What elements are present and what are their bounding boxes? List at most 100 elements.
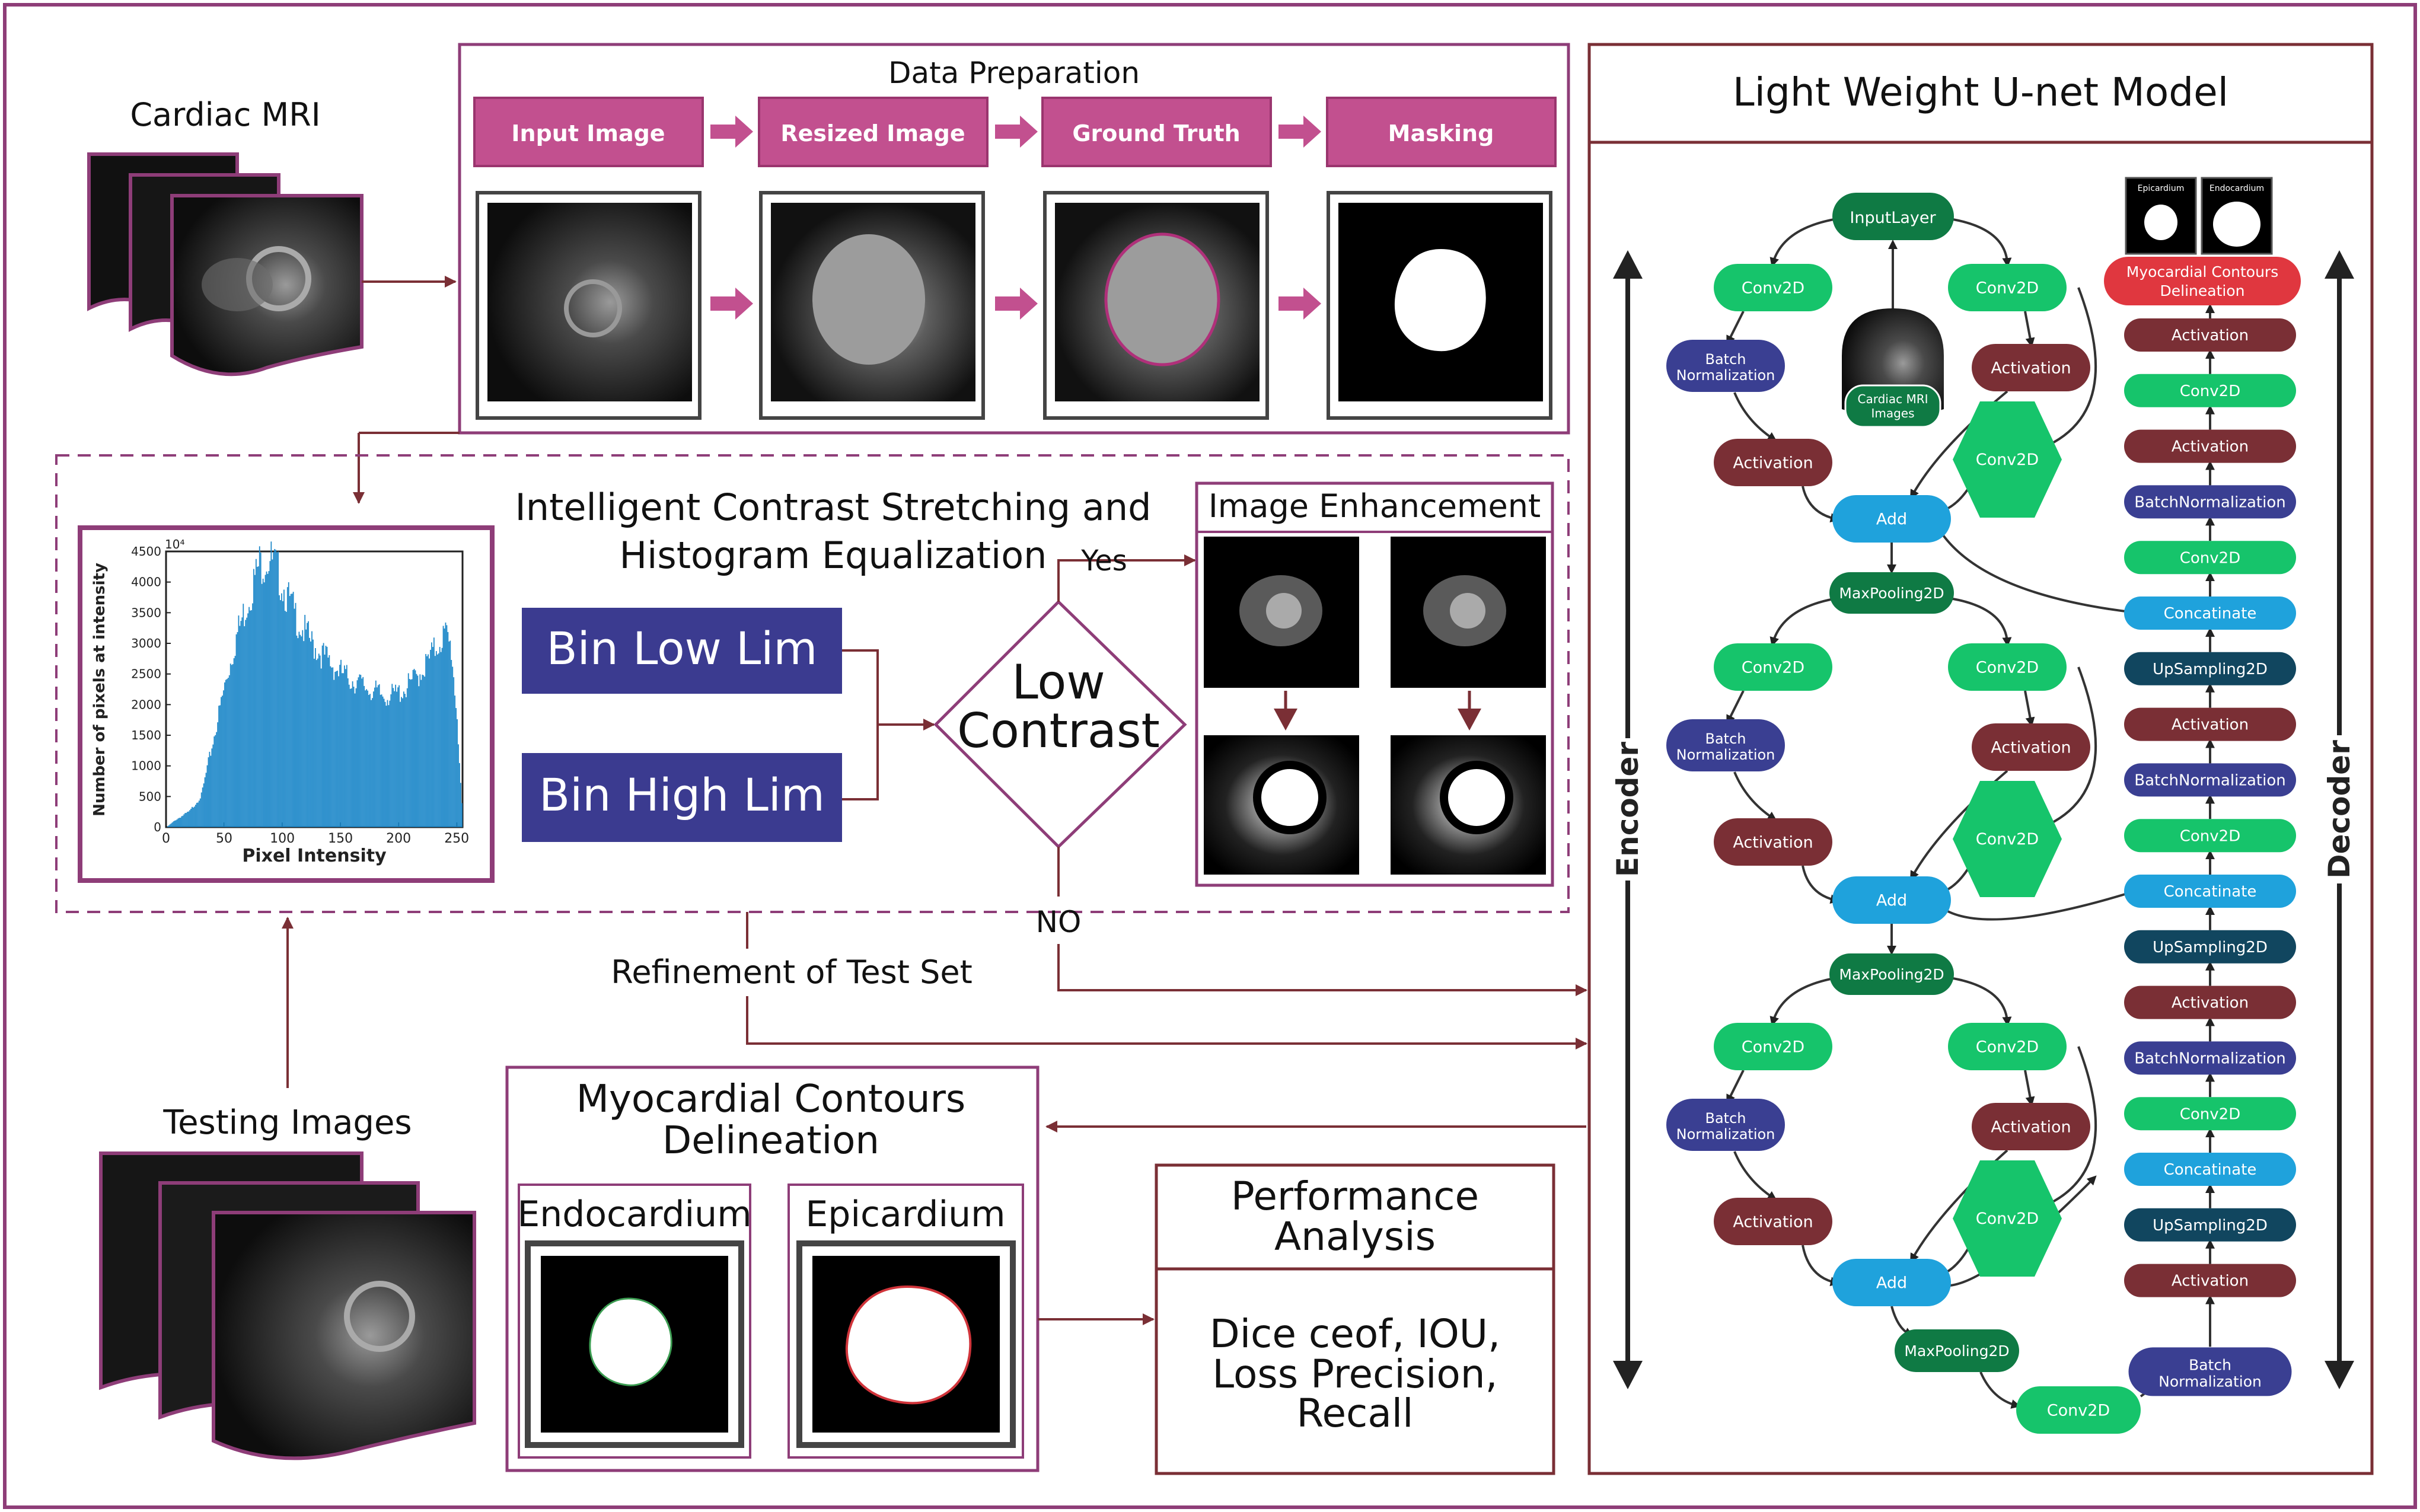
histogram-bar <box>413 669 415 827</box>
prep-image-input <box>476 191 702 420</box>
data-preparation-title: Data Preparation <box>888 56 1140 90</box>
histogram-bar <box>285 611 286 827</box>
histogram-bar <box>253 569 254 827</box>
histogram-bar <box>442 626 444 827</box>
node-label: BatchNormalization <box>2134 494 2285 512</box>
histogram-bar <box>367 690 368 827</box>
node-label: Activation <box>1733 454 1813 472</box>
node-label: Conv2D <box>2180 1105 2241 1123</box>
histogram-bar <box>362 677 364 827</box>
histogram-bar <box>294 608 295 827</box>
activation-node: Activation <box>1972 344 2090 391</box>
cardiac-mri-label: Cardiac MRI <box>130 96 320 133</box>
histogram-bar <box>435 651 437 827</box>
node-label: Conv2D <box>1976 279 2039 297</box>
histogram-bar <box>460 783 461 827</box>
histogram-bar <box>197 802 199 827</box>
performance-metric: Loss Precision, <box>1212 1351 1497 1397</box>
histogram-bar <box>268 571 270 827</box>
histogram-bar <box>412 669 414 827</box>
connector <box>1726 690 1745 725</box>
histogram-y-label: Number of pixels at intensity <box>91 563 109 816</box>
histogram-bar <box>262 578 264 827</box>
histogram-bar <box>272 559 273 827</box>
histogram-bar <box>245 620 247 827</box>
histogram-panel: 10⁴ 050010001500200025003000350040004500… <box>78 525 495 883</box>
histogram-bar <box>345 669 346 827</box>
node-label: Activation <box>1733 833 1813 851</box>
histogram-bar <box>454 696 456 827</box>
conv2d-node: Conv2D <box>1714 643 1832 691</box>
batch-normalization-node: BatchNormalization <box>1666 719 1785 771</box>
histogram-bar <box>180 818 181 827</box>
node-label: Activation <box>2172 994 2249 1012</box>
node-label: Normalization <box>1676 367 1775 384</box>
histogram-bar <box>273 552 275 827</box>
histogram-bar <box>187 812 189 827</box>
performance-metric: Dice ceof, IOU, <box>1210 1311 1500 1357</box>
prep-step-label: Masking <box>1388 120 1494 146</box>
histogram-bar <box>177 818 179 827</box>
histogram-bar <box>231 665 232 827</box>
bin-low-lim-label: Bin Low Lim <box>547 622 818 675</box>
histogram-bar <box>290 594 292 827</box>
y-tick-label: 3500 <box>131 605 161 620</box>
histogram-bar <box>256 566 258 827</box>
histogram-bar <box>313 639 314 827</box>
yes-arrow <box>1057 554 1196 602</box>
y-tick-label: 2500 <box>131 667 161 681</box>
histogram-bar <box>327 657 329 827</box>
histogram-bar <box>417 675 419 827</box>
histogram-bar <box>221 697 222 827</box>
activation-node: Activation <box>2124 318 2296 352</box>
y-tick-label: 500 <box>139 789 161 803</box>
histogram-bar <box>308 621 309 827</box>
maxpooling2d-node: MaxPooling2D <box>1829 953 1954 995</box>
histogram-bar <box>346 665 347 827</box>
histogram-bar <box>315 660 317 827</box>
x-tick-label: 150 <box>328 831 353 846</box>
histogram-bar <box>226 679 228 827</box>
histogram-bar <box>311 631 313 827</box>
histogram-bar <box>217 722 219 827</box>
connector <box>1802 1245 1840 1287</box>
node-label: Activation <box>1733 1213 1813 1231</box>
unet-mri-thumbnail: Cardiac MRI Images <box>1842 308 1944 428</box>
histogram-bar <box>255 559 257 827</box>
histogram-bar <box>267 573 269 827</box>
histogram-bar <box>332 667 334 827</box>
conv2d-node: Conv2D <box>1948 643 2067 691</box>
histogram-bar <box>425 653 427 827</box>
histogram-bar <box>205 773 207 827</box>
histogram-bar <box>298 631 300 827</box>
histogram-bar <box>206 765 208 827</box>
histogram-bar <box>305 629 307 827</box>
histogram-bar <box>356 680 358 827</box>
histogram-bar <box>440 652 442 827</box>
histogram-bar <box>364 685 365 827</box>
histogram-bar <box>400 701 401 827</box>
histogram-bar <box>387 700 388 827</box>
histogram-bar <box>211 748 213 827</box>
histogram-bar <box>200 792 202 827</box>
histogram-bar <box>438 653 439 827</box>
node-label: Activation <box>1991 1118 2071 1136</box>
histogram-bar <box>289 596 291 827</box>
histogram-bar <box>199 798 201 827</box>
node-label: Conv2D <box>1976 658 2039 677</box>
histogram-bar <box>186 812 187 827</box>
prep-step-label: Resized Image <box>780 120 965 146</box>
conv2d-node: Conv2D <box>2124 819 2296 853</box>
histogram-bar <box>213 736 215 827</box>
prep-step-resized-image: Resized Image <box>758 97 989 167</box>
connector <box>1733 1151 1777 1201</box>
histogram-bar <box>352 681 353 827</box>
upsampling2d-node: UpSampling2D <box>2124 1208 2296 1242</box>
histogram-bar <box>319 655 321 827</box>
histogram-bar <box>330 666 331 827</box>
histogram-bar <box>410 680 412 827</box>
histogram-bar <box>411 679 413 827</box>
histogram-bar <box>299 634 301 827</box>
histogram-bar <box>324 655 326 827</box>
histogram-bar <box>223 690 224 827</box>
